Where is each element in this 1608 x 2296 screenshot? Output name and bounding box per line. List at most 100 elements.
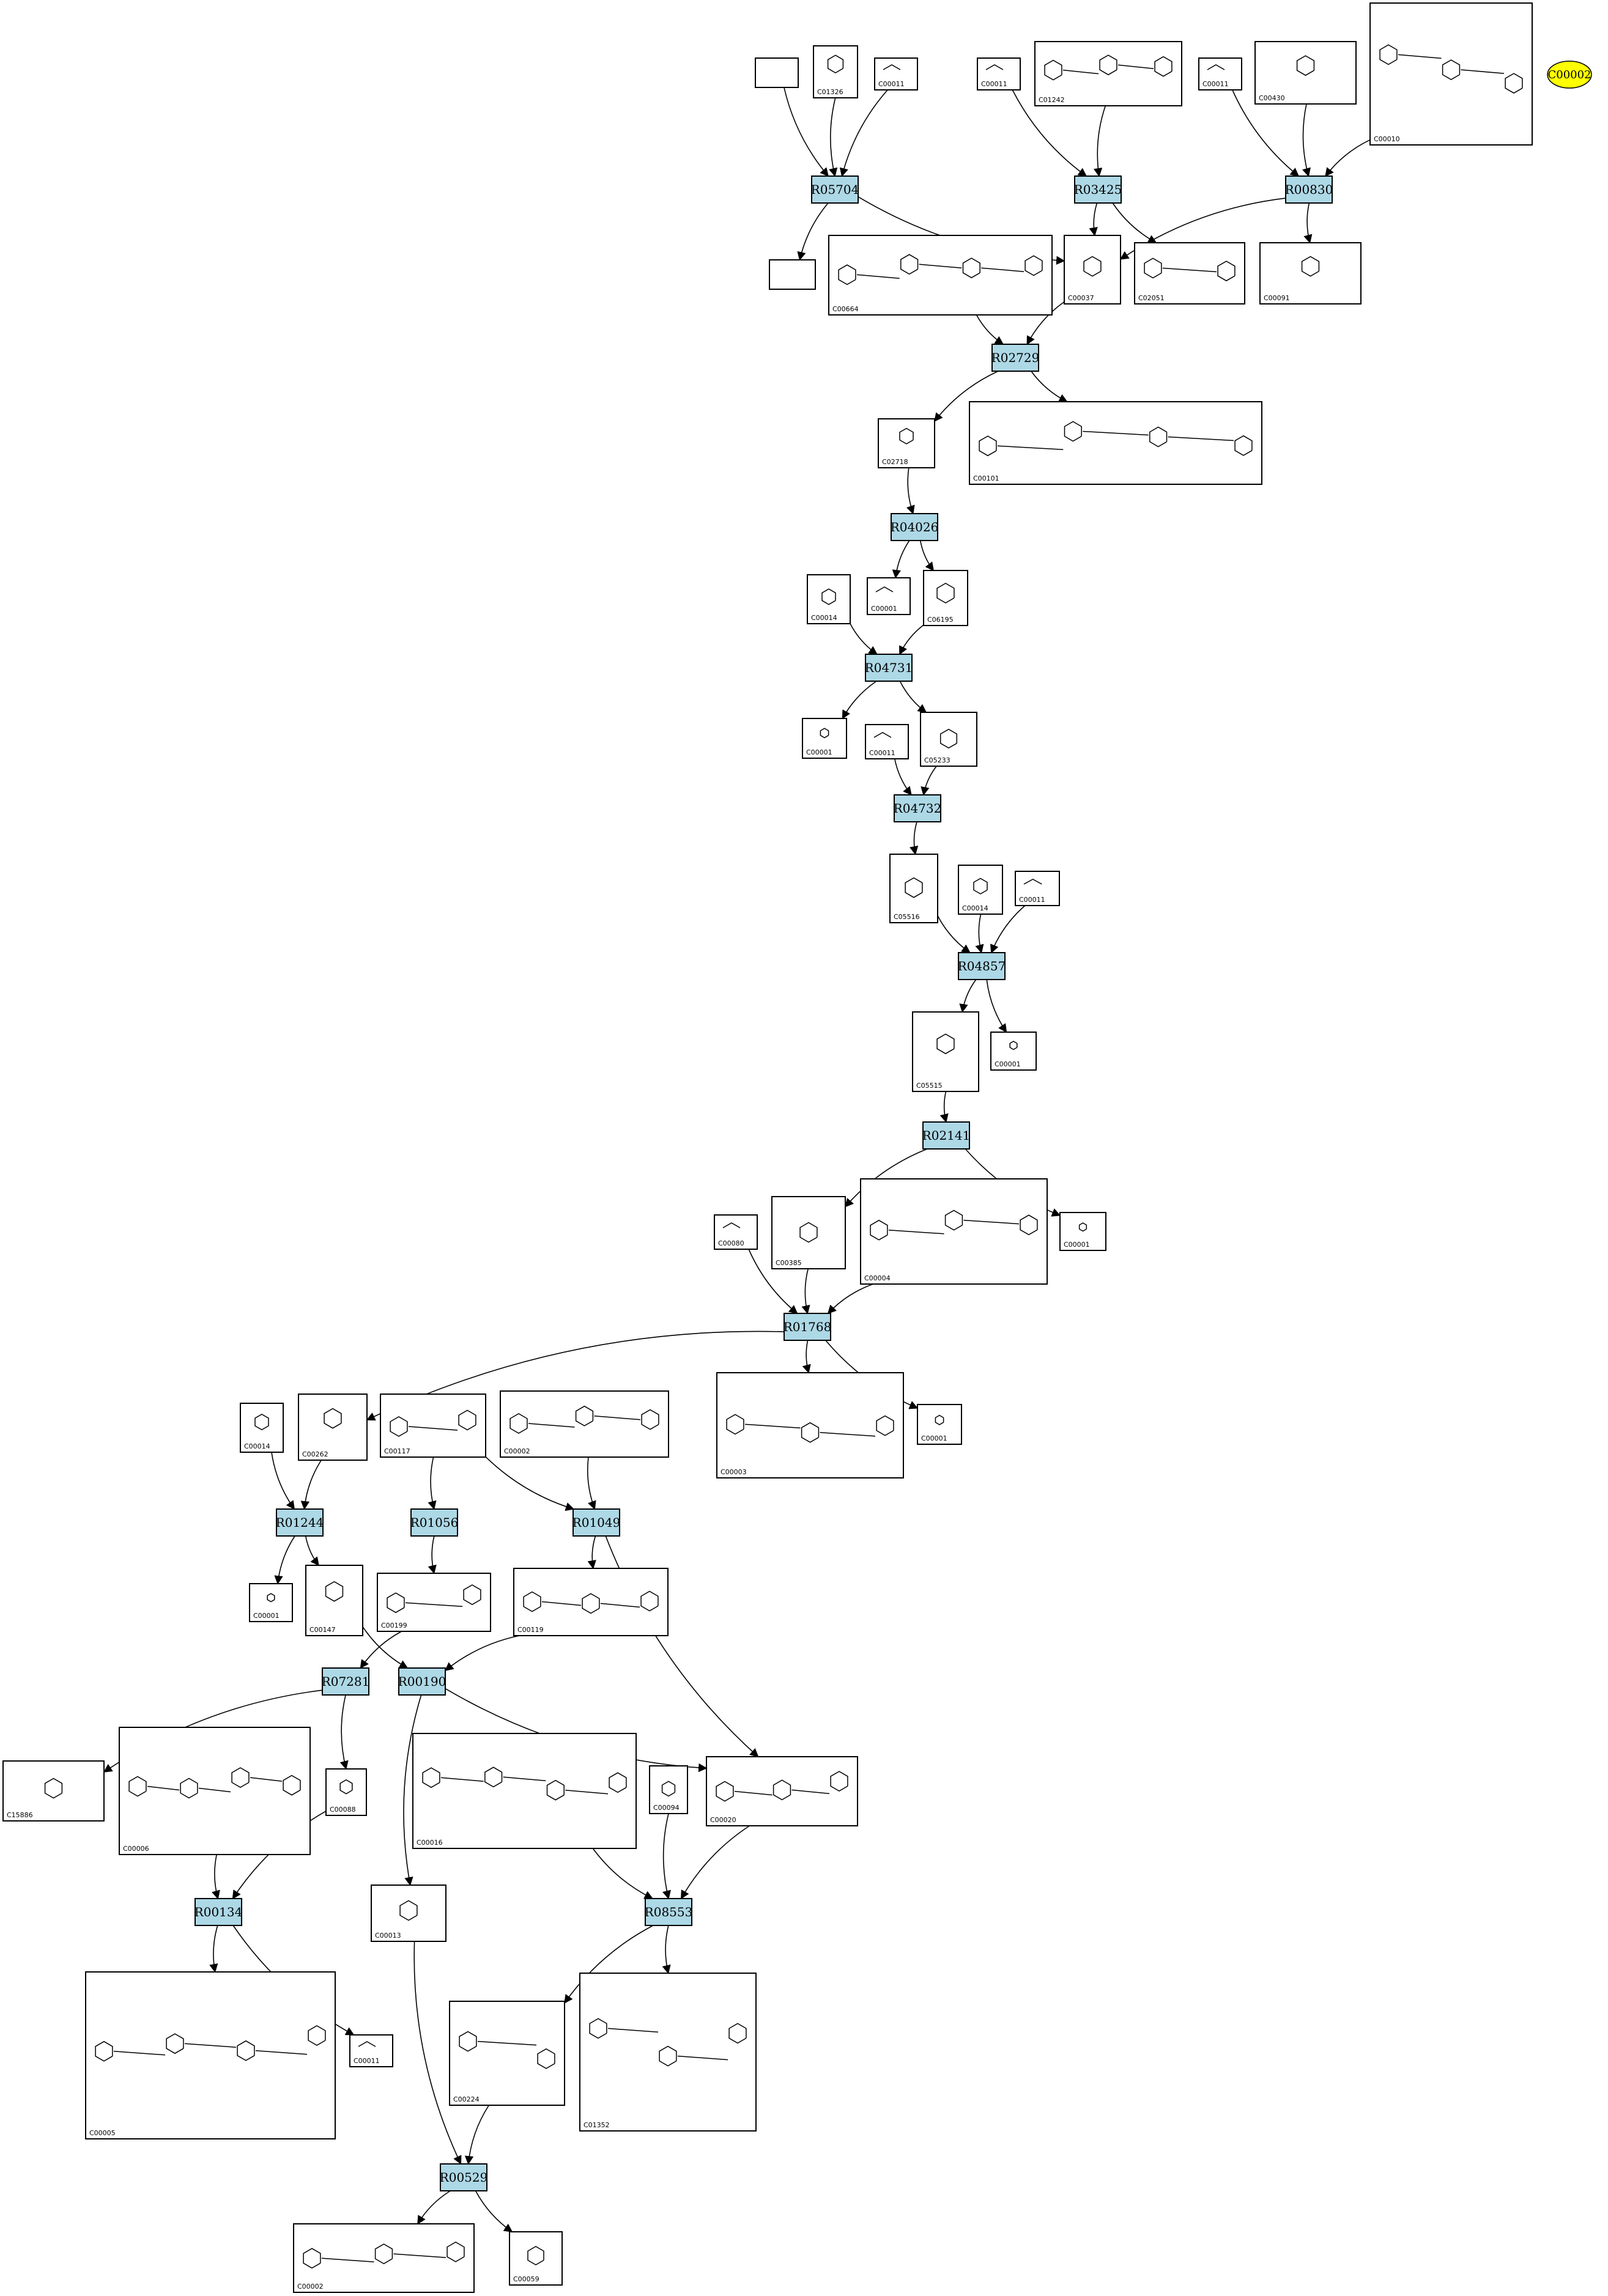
compound-c00385[interactable]: C00385 (771, 1196, 846, 1269)
structure-sketch (509, 1405, 659, 1434)
reaction-box (784, 1313, 831, 1341)
compound-c06195[interactable]: C06195 (923, 570, 968, 626)
compound-c00101[interactable]: C00101 (969, 401, 1262, 485)
compound-c00094[interactable]: C00094 (649, 1765, 688, 1814)
reaction-r05704[interactable]: R05704 (811, 175, 859, 204)
compound-c00080[interactable]: C00080 (714, 1214, 758, 1250)
compound-c01326[interactable]: C01326 (813, 45, 858, 98)
compound-c01352[interactable]: C01352 (579, 1973, 757, 2132)
structure-sketch (44, 1777, 63, 1799)
compound-c00119[interactable]: C00119 (513, 1568, 669, 1636)
compound-box (912, 1011, 979, 1092)
reaction-r02729[interactable]: R02729 (991, 344, 1040, 372)
compound-c05515[interactable]: C05515 (912, 1011, 979, 1092)
compound-c05516[interactable]: C05516 (889, 854, 938, 923)
reaction-r07281[interactable]: R07281 (322, 1667, 370, 1696)
reaction-r00830[interactable]: R00830 (1285, 175, 1333, 204)
highlight-node[interactable]: C00002 (1547, 61, 1592, 89)
compound-c00001-a[interactable]: C00001 (867, 577, 911, 615)
compound-c00011-d[interactable]: C00011 (865, 724, 909, 759)
compound-c00001-e[interactable]: C00001 (917, 1404, 962, 1445)
compound-c00011-f[interactable]: C00011 (349, 2034, 393, 2067)
compound-c00005[interactable]: C00005 (85, 1971, 336, 2139)
structure-sketch (870, 1209, 1038, 1241)
reaction-r01244[interactable]: R01244 (276, 1508, 324, 1537)
compound-c00262[interactable]: C00262 (298, 1393, 368, 1461)
compound-c00002-b[interactable]: C00002 (293, 2223, 475, 2293)
edge-R01244-c00147 (305, 1535, 319, 1567)
compound-label: C00005 (89, 2129, 116, 2137)
edge-c00002_a-R01049 (587, 1456, 596, 1510)
structure-sketch (1301, 256, 1320, 277)
compound-c00001-f[interactable]: C00001 (249, 1583, 293, 1622)
compound-blank-top[interactable] (755, 57, 799, 88)
reaction-r01049[interactable]: R01049 (572, 1508, 621, 1537)
compound-c00011-b[interactable]: C00011 (977, 57, 1021, 90)
reaction-r04857[interactable]: R04857 (958, 952, 1006, 980)
compound-label: C00101 (973, 474, 999, 482)
compound-c00016[interactable]: C00016 (412, 1733, 637, 1849)
compound-c00037[interactable]: C00037 (1064, 235, 1121, 305)
compound-c00091[interactable]: C00091 (1259, 242, 1362, 305)
edge-R04026-c00001_a (892, 540, 910, 579)
compound-c00014-a[interactable]: C00014 (807, 574, 851, 624)
reaction-label: R05704 (811, 182, 859, 197)
compound-c00199[interactable]: C00199 (377, 1573, 491, 1632)
compound-box (380, 1393, 486, 1458)
compound-c00088[interactable]: C00088 (325, 1768, 367, 1816)
compound-label: C00011 (1019, 896, 1045, 904)
edge-R04857-c05515 (959, 979, 977, 1013)
compound-c00011-c[interactable]: C00011 (1198, 57, 1242, 90)
structure-sketch (883, 64, 901, 70)
compound-label: C00664 (832, 305, 859, 313)
reaction-r04732[interactable]: R04732 (894, 794, 942, 822)
reaction-r00190[interactable]: R00190 (398, 1667, 446, 1696)
reaction-r03425[interactable]: R03425 (1074, 175, 1122, 204)
compound-c00001-c[interactable]: C00001 (990, 1032, 1037, 1071)
edge-c00430-R00830 (1302, 103, 1311, 177)
edge-R00190-c00013 (403, 1694, 422, 1886)
compound-c02718[interactable]: C02718 (878, 418, 935, 468)
compound-c00117[interactable]: C00117 (380, 1393, 486, 1458)
reaction-r04026[interactable]: R04026 (891, 513, 939, 541)
reaction-r08553[interactable]: R08553 (645, 1898, 693, 1926)
compound-c00430[interactable]: C00430 (1254, 41, 1357, 105)
compound-c15886[interactable]: C15886 (2, 1760, 105, 1822)
compound-c00002-a[interactable]: C00002 (500, 1390, 669, 1458)
edge-c00037-R02729 (1026, 301, 1065, 345)
reaction-r01768[interactable]: R01768 (784, 1313, 832, 1341)
reaction-r00134[interactable]: R00134 (195, 1898, 243, 1926)
compound-c00014-c[interactable]: C00014 (240, 1403, 284, 1453)
compound-c00224[interactable]: C00224 (449, 2001, 565, 2106)
compound-c00014-b[interactable]: C00014 (958, 865, 1003, 915)
compound-box (969, 401, 1262, 485)
compound-box (958, 865, 1003, 915)
compound-c05233[interactable]: C05233 (920, 712, 977, 767)
compound-c00147[interactable]: C00147 (305, 1565, 363, 1636)
compound-label: C00262 (302, 1450, 328, 1458)
reaction-r04731[interactable]: R04731 (865, 654, 913, 682)
compound-c00059[interactable]: C00059 (509, 2231, 563, 2286)
compound-c00001-d[interactable]: C00001 (1059, 1212, 1106, 1251)
compound-c00001-b[interactable]: C00001 (802, 718, 847, 759)
compound-c00011-e[interactable]: C00011 (1015, 871, 1060, 906)
compound-blank-mid[interactable] (769, 259, 816, 290)
reaction-r00529[interactable]: R00529 (440, 2163, 488, 2191)
compound-c00664[interactable]: C00664 (828, 235, 1053, 316)
compound-label: C00059 (513, 2275, 539, 2283)
compound-label: C01242 (1039, 96, 1065, 104)
compound-c00010[interactable]: C00010 (1369, 2, 1533, 146)
compound-c00006[interactable]: C00006 (119, 1727, 311, 1855)
compound-c00013[interactable]: C00013 (371, 1884, 446, 1942)
structure-sketch (899, 427, 914, 445)
compound-c00004[interactable]: C00004 (860, 1178, 1048, 1285)
reaction-r01056[interactable]: R01056 (410, 1508, 459, 1537)
compound-c01242[interactable]: C01242 (1034, 41, 1182, 106)
compound-c00011-a[interactable]: C00011 (874, 57, 918, 90)
compound-c00020[interactable]: C00020 (706, 1756, 858, 1826)
compound-label: C00080 (718, 1239, 744, 1247)
reaction-r02141[interactable]: R02141 (922, 1121, 971, 1150)
compound-c02051[interactable]: C02051 (1134, 242, 1245, 305)
compound-c00003[interactable]: C00003 (716, 1372, 904, 1478)
